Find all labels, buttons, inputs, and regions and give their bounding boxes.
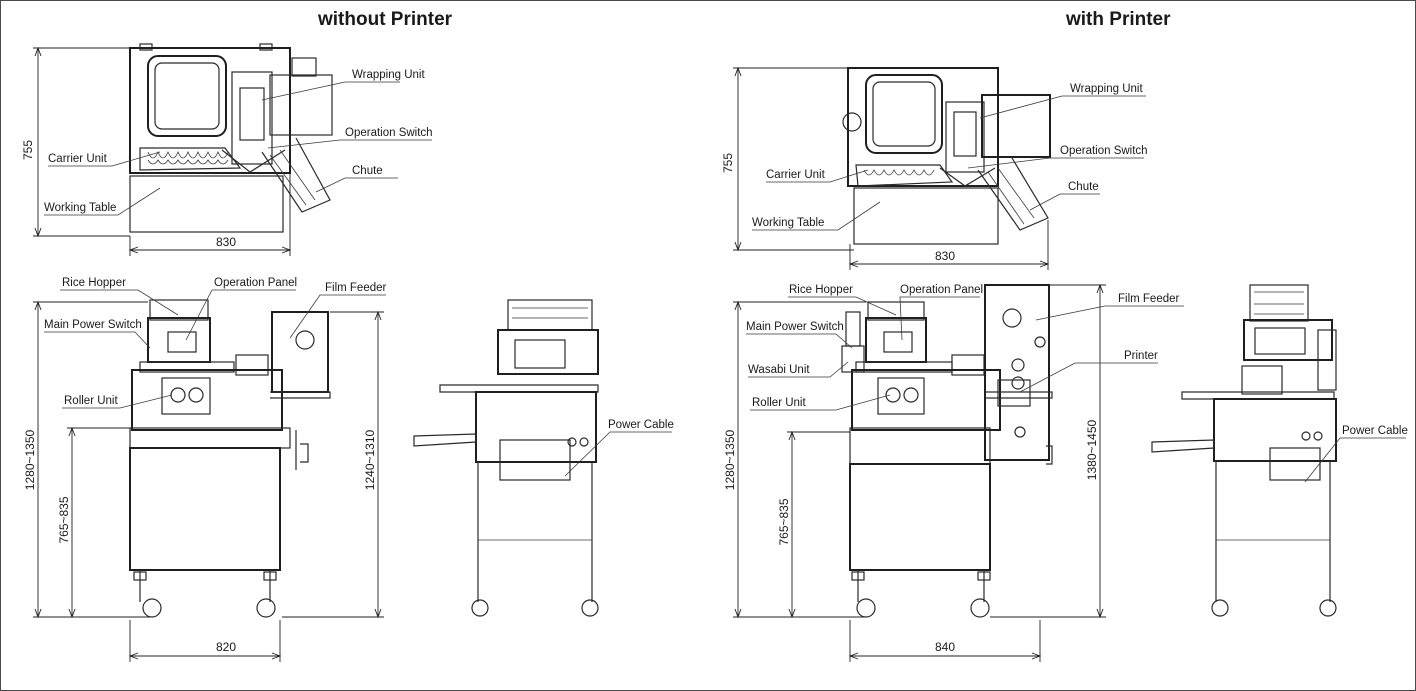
left-top-dimensions: 755 830 (21, 46, 292, 256)
right-front-dimensions: 1280~1350 765~835 1380~1450 840 (723, 283, 1106, 662)
left-front-leaders: Rice Hopper Operation Panel Film Feeder … (44, 277, 387, 409)
left-top-leaders: Wrapping Unit Operation Switch Carrier U… (44, 69, 433, 216)
label-power-cable-right: Power Cable (1342, 425, 1408, 437)
label-roller-unit-right: Roller Unit (752, 397, 806, 409)
label-operation-switch: Operation Switch (345, 127, 433, 139)
label-wrapping-unit: Wrapping Unit (352, 69, 425, 81)
label-rice-hopper-right: Rice Hopper (789, 284, 853, 296)
left-top-height-dimension: 755 (21, 140, 35, 160)
right-top-width-dimension: 830 (935, 249, 955, 263)
label-chute-right: Chute (1068, 181, 1099, 193)
left-front-view: 1280~1350 765~835 1240~1310 820 Rice Hop… (23, 277, 387, 662)
right-front-total-height-dimension: 1280~1350 (723, 429, 737, 490)
right-front-width-dimension: 840 (935, 640, 955, 654)
label-rice-hopper-left: Rice Hopper (62, 277, 126, 289)
left-front-machine-body (129, 299, 331, 618)
right-top-dimensions: 755 830 (721, 66, 1050, 270)
left-top-width-dimension: 830 (216, 235, 236, 249)
right-top-leaders: Wrapping Unit Operation Switch Carrier U… (752, 83, 1148, 231)
label-operation-panel-left: Operation Panel (214, 277, 297, 289)
label-power-cable-left: Power Cable (608, 419, 674, 431)
left-front-feeder-height-dimension: 1240~1310 (363, 429, 377, 490)
label-wasabi-unit: Wasabi Unit (748, 364, 810, 376)
label-carrier-unit: Carrier Unit (48, 153, 108, 165)
right-front-leaders: Rice Hopper Operation Panel Film Feeder … (746, 284, 1184, 411)
label-wrapping-unit-right: Wrapping Unit (1070, 83, 1143, 95)
right-front-machine-body (841, 284, 1053, 618)
left-front-total-height-dimension: 1280~1350 (23, 429, 37, 490)
right-top-height-dimension: 755 (721, 153, 735, 173)
section-title-with-printer: with Printer (1066, 9, 1171, 30)
section-title-without-printer: without Printer (318, 9, 453, 30)
label-roller-unit-left: Roller Unit (64, 395, 118, 407)
label-film-feeder-left: Film Feeder (325, 282, 387, 294)
right-top-machine-body (842, 67, 1051, 245)
left-side-view: Power Cable (413, 299, 674, 617)
right-front-view: 1280~1350 765~835 1380~1450 840 Rice Hop… (723, 283, 1184, 662)
left-front-width-dimension: 820 (216, 640, 236, 654)
label-working-table-right: Working Table (752, 217, 824, 229)
right-front-table-height-dimension: 765~835 (777, 498, 791, 545)
right-front-feeder-height-dimension: 1380~1450 (1085, 419, 1099, 480)
label-working-table: Working Table (44, 202, 116, 214)
left-front-dimensions: 1280~1350 765~835 1240~1310 820 (23, 300, 384, 662)
left-top-view: 755 830 Wrapping Unit Operation Switch C… (21, 43, 433, 256)
left-top-machine-body (129, 43, 333, 233)
label-film-feeder-right: Film Feeder (1118, 293, 1180, 305)
label-main-power-switch-left: Main Power Switch (44, 319, 142, 331)
label-chute: Chute (352, 165, 383, 177)
label-operation-panel-right: Operation Panel (900, 284, 983, 296)
label-operation-switch-right: Operation Switch (1060, 145, 1148, 157)
right-side-view: Power Cable (1151, 284, 1408, 617)
label-printer: Printer (1124, 350, 1158, 362)
label-main-power-switch-right: Main Power Switch (746, 321, 844, 333)
left-front-table-height-dimension: 765~835 (57, 496, 71, 543)
right-top-view: 755 830 Wrapping Unit Operation Switch C… (721, 66, 1148, 270)
label-carrier-unit-right: Carrier Unit (766, 169, 826, 181)
